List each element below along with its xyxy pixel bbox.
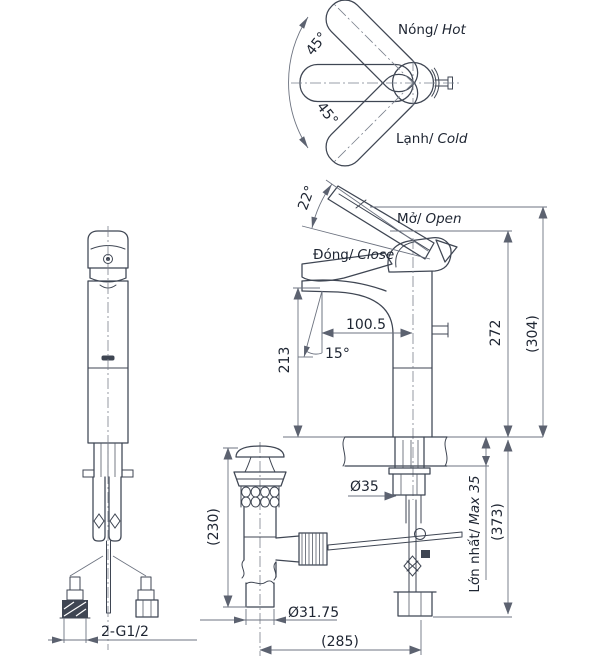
top-view-centerlines [291,3,462,163]
label-hot-en: Hot [442,22,466,38]
label-open-en: Open [425,211,461,227]
label-cold: Lạnh/Cold [396,131,468,147]
dim-dia-35: Ø35 [350,479,379,495]
dim-dia-31-75: Ø31.75 [288,605,339,621]
side-view-faucet-outline [301,185,458,500]
label-max-35: Lớn nhất/Max 35 [467,475,483,592]
dim-304: (304) [525,315,541,353]
drain-thread-beads [240,486,280,508]
dim-22: 22° [295,184,319,213]
label-close-en: Close [357,247,394,263]
supply-connectors [59,555,159,619]
dim-272: 272 [488,320,504,347]
label-cold-en: Cold [437,131,467,147]
dim-230: (230) [206,508,222,546]
dim-285: (285) [321,634,359,650]
dim-45-bottom: 45° [313,99,341,128]
dim-thread: 2-G1/2 [101,624,149,640]
front-view-faucet-outline [82,226,134,650]
label-max-vi: Lớn nhất/ [467,528,483,592]
front-view: 2-G1/2 [48,226,197,650]
thread-dimension [48,618,197,644]
swing-arc-dimension [288,16,309,149]
side-view-dimensions [200,179,548,655]
dim-45-top: 45° [303,29,331,58]
label-hot: Nóng/Hot [398,22,466,38]
label-cold-vi: Lạnh/ [396,131,434,147]
label-close-vi: Đóng/ [313,247,354,263]
label-close: Đóng/Close [313,247,394,263]
mounting-shank-and-lift-rod [327,436,463,617]
dim-373: (373) [490,503,506,541]
side-view: 22° Mở/Open Đóng/Close 100.5 15° 213 272… [200,179,548,656]
dim-100-5: 100.5 [346,317,386,333]
label-open: Mở/Open [397,211,462,227]
dim-213: 213 [277,347,293,374]
label-max-en: Max 35 [467,475,483,524]
popup-drain-assembly [233,442,328,656]
label-open-vi: Mở/ [397,211,422,227]
brand-logo-mark [101,355,115,361]
counter-section [283,436,543,467]
dim-15: 15° [325,346,350,362]
top-view-handle-swing: 45° 45° Nóng/Hot Lạnh/Cold [288,0,468,167]
label-hot-vi: Nóng/ [398,22,438,38]
